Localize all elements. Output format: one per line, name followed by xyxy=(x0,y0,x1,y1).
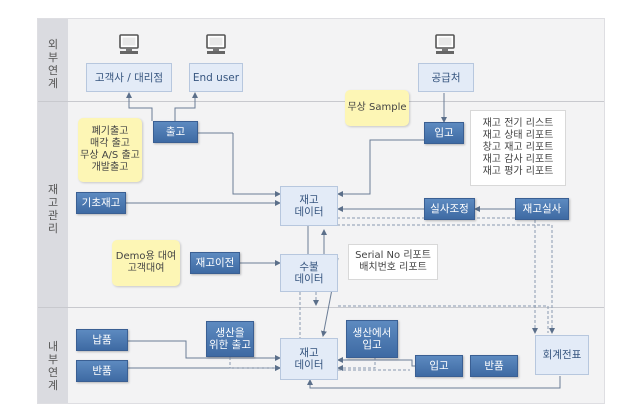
production-issue-node: 생산을 위한 출고 xyxy=(206,321,254,357)
serial-report-list: Serial No 리포트 배치번호 리포트 xyxy=(348,244,438,280)
receipt-report-list: 재고 전기 리스트 재고 상태 리포트 창고 재고 리포트 재고 감사 리포트 … xyxy=(470,110,566,186)
customer-node: 고객사 / 대리점 xyxy=(86,63,172,92)
computer-icon xyxy=(206,34,226,54)
return-node-right: 반품 xyxy=(470,355,518,377)
internal-stock-data-node: 재고 데이터 xyxy=(280,338,338,380)
section-label-external: 외부연계 xyxy=(47,38,59,90)
accounting-voucher-node: 회계전표 xyxy=(535,335,589,375)
initial-stock-node: 기초재고 xyxy=(76,192,126,214)
receipt-node: 입고 xyxy=(424,122,464,144)
physical-count-node: 재고실사 xyxy=(515,198,569,220)
computer-icon xyxy=(435,34,455,54)
delivery-node: 납품 xyxy=(76,329,128,351)
section-divider xyxy=(38,101,604,102)
stock-transfer-node: 재고이전 xyxy=(190,252,240,274)
production-receipt-node: 생산에서 입고 xyxy=(346,320,398,358)
end-user-node: End user xyxy=(189,63,243,92)
computer-icon xyxy=(119,34,139,54)
section-sidebar xyxy=(38,19,68,403)
supplier-node: 공급처 xyxy=(418,63,474,92)
demo-note: Demo용 대여 고객대여 xyxy=(112,240,180,286)
stock-data-node: 재고 데이터 xyxy=(280,186,338,226)
shipment-node: 출고 xyxy=(153,121,198,143)
inout-data-node: 수불 데이터 xyxy=(280,254,338,292)
receipt-node-internal: 입고 xyxy=(415,355,463,377)
section-label-internal: 내부연계 xyxy=(47,340,59,392)
section-label-inventory: 재고관리 xyxy=(47,183,59,235)
return-node-left: 반품 xyxy=(76,360,128,382)
shipment-note: 폐기출고 매각 출고 무상 A/S 출고 개발출고 xyxy=(78,118,142,182)
physical-adjust-node: 실사조정 xyxy=(424,198,475,220)
sample-note: 무상 Sample xyxy=(345,90,409,126)
